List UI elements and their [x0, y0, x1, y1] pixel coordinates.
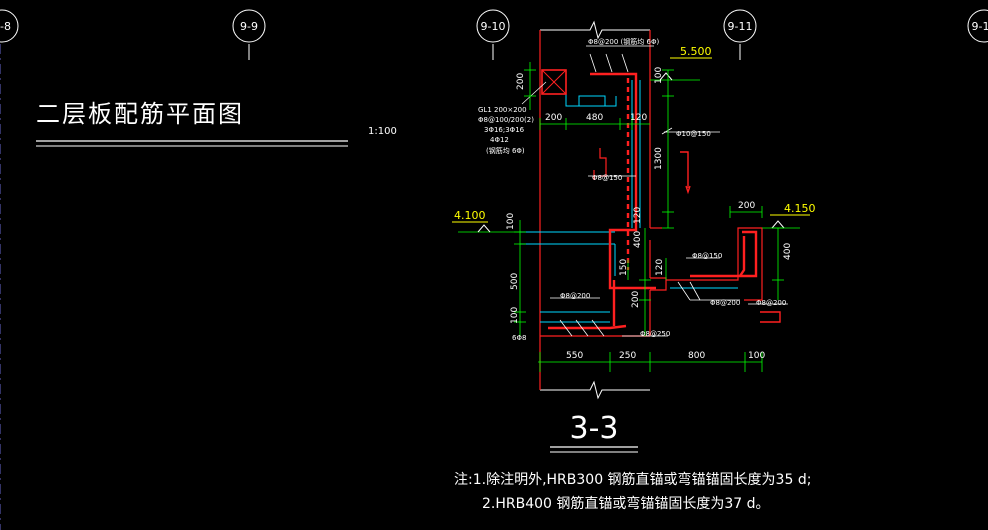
beam-note-line-3: 3Φ16;3Φ16 [484, 126, 525, 134]
dim-h100: 100 [748, 351, 765, 361]
elevation-markers: 5.500 4.100 4.150 [452, 45, 816, 233]
rebar-s150: Φ8@150 [692, 252, 722, 260]
dim-v400b: 400 [783, 243, 793, 260]
beam-note-line-1: GL1 200×200 [478, 106, 527, 114]
grid-bubble-5 [967, 9, 988, 43]
dim-h200b: 200 [738, 201, 755, 211]
dim-v120b: 120 [655, 259, 665, 276]
rebar-b200: Φ8@200 [560, 292, 590, 300]
rebar-b250: Φ8@250 [640, 330, 670, 338]
rebar-c6: 6Φ8 [512, 334, 526, 342]
dim-h550: 550 [566, 351, 583, 361]
rebar-s200b: Φ8@200 [756, 299, 786, 307]
section-label: 3-3 [570, 411, 619, 446]
rebar-r150: Φ10@150 [676, 130, 711, 138]
grid-bubble-3 [476, 9, 510, 43]
rebar-mid150: Φ8@150 [592, 174, 622, 182]
grid-label-3: 9-10 [481, 20, 506, 33]
grid-bubble-2 [232, 9, 266, 43]
dim-h120: 120 [630, 113, 647, 123]
beam-gl1 [521, 69, 567, 105]
rebar-label-texts: Φ8@200 (钢筋均 6Φ) Φ10@150 Φ8@150 Φ8@200 Φ8… [512, 37, 786, 342]
rebar-top: Φ8@200 (钢筋均 6Φ) [588, 37, 659, 46]
grid-bubble-1 [0, 9, 19, 43]
section-label-block: 3-3 [550, 411, 638, 453]
note-line-2: 2.HRB400 钢筋直锚或弯锚锚固长度为37 d。 [482, 495, 770, 512]
beam-note: GL1 200×200 Φ8@100/200(2) 3Φ16;3Φ16 4Φ12… [478, 106, 534, 155]
notes: 注:1.除注明外,HRB300 钢筋直锚或弯锚锚固长度为35 d; 2.HRB4… [454, 471, 811, 512]
elevation-right: 4.150 [784, 202, 816, 215]
grid-label-4: 9-11 [728, 20, 753, 33]
dim-v120a: 120 [633, 207, 643, 224]
reinforcement-bars [548, 72, 758, 330]
dim-v400a: 400 [633, 231, 643, 248]
dim-h480: 480 [586, 113, 603, 123]
rebar-leaders [550, 45, 788, 337]
dim-h250: 250 [619, 351, 636, 361]
plan-title: 二层板配筋平面图 [36, 100, 244, 128]
dim-h200a: 200 [545, 113, 562, 123]
grid-label-1: 9-8 [0, 20, 11, 33]
dim-v500: 500 [510, 273, 520, 290]
grid-label-2: 9-9 [240, 20, 258, 33]
beam-note-line-5: (钢筋均 6Φ) [486, 146, 525, 155]
beam-note-line-2: Φ8@100/200(2) [478, 116, 534, 124]
elevation-left: 4.100 [454, 209, 486, 222]
dim-v100a: 100 [654, 67, 664, 84]
dim-v100c: 100 [510, 307, 520, 324]
grid-bubble-4 [723, 9, 757, 43]
dimension-texts: 200 100 1300 120 100 400 150 120 500 200… [506, 67, 793, 361]
break-lines [540, 20, 650, 400]
section-marks [680, 151, 781, 323]
beam-note-line-4: 4Φ12 [490, 136, 509, 144]
dimension-lines [514, 62, 784, 372]
dim-v100b: 100 [506, 213, 516, 230]
grid-label-5: 9-12 [972, 20, 988, 33]
plan-scale: 1:100 [368, 126, 397, 137]
elevation-top: 5.500 [680, 45, 712, 58]
dim-h800: 800 [688, 351, 705, 361]
dim-v200b: 200 [631, 291, 641, 308]
rebar-s200: Φ8@200 [710, 299, 740, 307]
dim-v1300: 1300 [654, 147, 664, 170]
dim-v200: 200 [516, 73, 526, 90]
grid-bubbles: 9-8 9-9 9-10 9-11 9-12 [0, 9, 988, 530]
dim-v150: 150 [619, 259, 629, 276]
title-block: 二层板配筋平面图 1:100 [36, 100, 397, 147]
note-line-1: 注:1.除注明外,HRB300 钢筋直锚或弯锚锚固长度为35 d; [454, 471, 811, 488]
